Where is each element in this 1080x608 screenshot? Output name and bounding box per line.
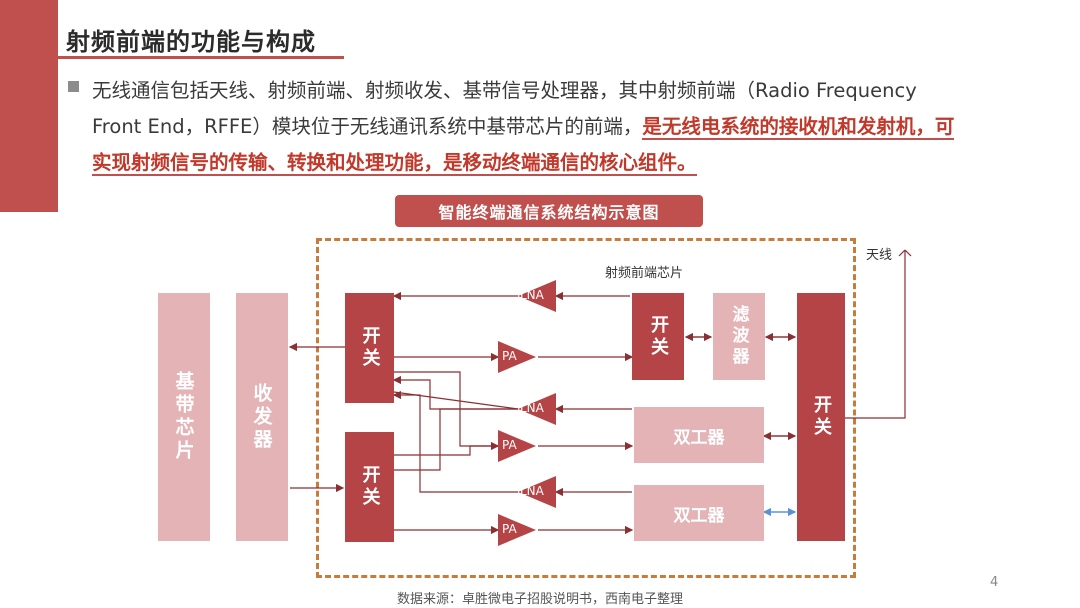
switch-block-upper: 开关 [345, 293, 394, 403]
left-accent-bar [0, 0, 58, 212]
diagram-title: 智能终端通信系统结构示意图 [395, 195, 703, 227]
bullet-text-highlight: 是无线电系统的接收机和发射机，可实现射频信号的传输、转换和处理功能，是移动终端通… [92, 115, 955, 176]
transceiver-label: 收发器 [250, 382, 273, 452]
lna-label-1: LNA [520, 288, 544, 302]
pa-triangle-3 [498, 514, 536, 546]
duplexer-label: 双工器 [673, 505, 725, 526]
lna-triangle-3 [518, 476, 556, 508]
baseband-chip-block: 基带芯片 [158, 293, 210, 541]
pa-label-1: PA [502, 349, 517, 363]
pa-label-3: PA [502, 522, 517, 536]
antenna-label: 天线 [866, 248, 893, 263]
antenna-switch-block: 开关 [797, 293, 845, 541]
filter-block: 滤波器 [713, 293, 765, 380]
pa-triangle-2 [498, 430, 536, 462]
switch-label: 开关 [811, 395, 832, 439]
bullet-icon [68, 81, 79, 92]
bullet-text-plain: 无线通信包括天线、射频前端、射频收发、基带信号处理器，其中射频前端（Radio … [92, 79, 917, 138]
switch-label: 开关 [648, 314, 669, 359]
slide-title: 射频前端的功能与构成 [66, 28, 316, 56]
pa-label-2: PA [502, 438, 517, 452]
lna-triangle-2 [518, 393, 556, 425]
rffe-chip-label: 射频前端芯片 [605, 266, 684, 281]
duplexer-block-2: 双工器 [634, 485, 764, 541]
switch-label: 开关 [359, 326, 381, 370]
switch-block-lower: 开关 [345, 432, 394, 542]
filter-label: 滤波器 [728, 305, 749, 368]
title-underline [58, 56, 344, 59]
pa-triangle-1 [498, 341, 536, 373]
rffe-chip-boundary [316, 238, 856, 578]
title-area: 射频前端的功能与构成 [58, 18, 342, 58]
baseband-chip-label: 基带芯片 [172, 371, 195, 463]
lna-label-2: LNA [520, 401, 544, 415]
duplexer-block-1: 双工器 [634, 407, 764, 463]
switch-label: 开关 [359, 465, 381, 509]
page-number: 4 [990, 575, 999, 590]
lna-label-3: LNA [520, 484, 544, 498]
switch-block-band: 开关 [632, 293, 684, 380]
source-note: 数据来源：卓胜微电子招股说明书，西南电子整理 [396, 592, 683, 607]
bullet-text: 无线通信包括天线、射频前端、射频收发、基带信号处理器，其中射频前端（Radio … [92, 73, 972, 181]
duplexer-label: 双工器 [673, 427, 725, 448]
transceiver-block: 收发器 [236, 293, 288, 541]
lna-triangle-1 [518, 280, 556, 312]
